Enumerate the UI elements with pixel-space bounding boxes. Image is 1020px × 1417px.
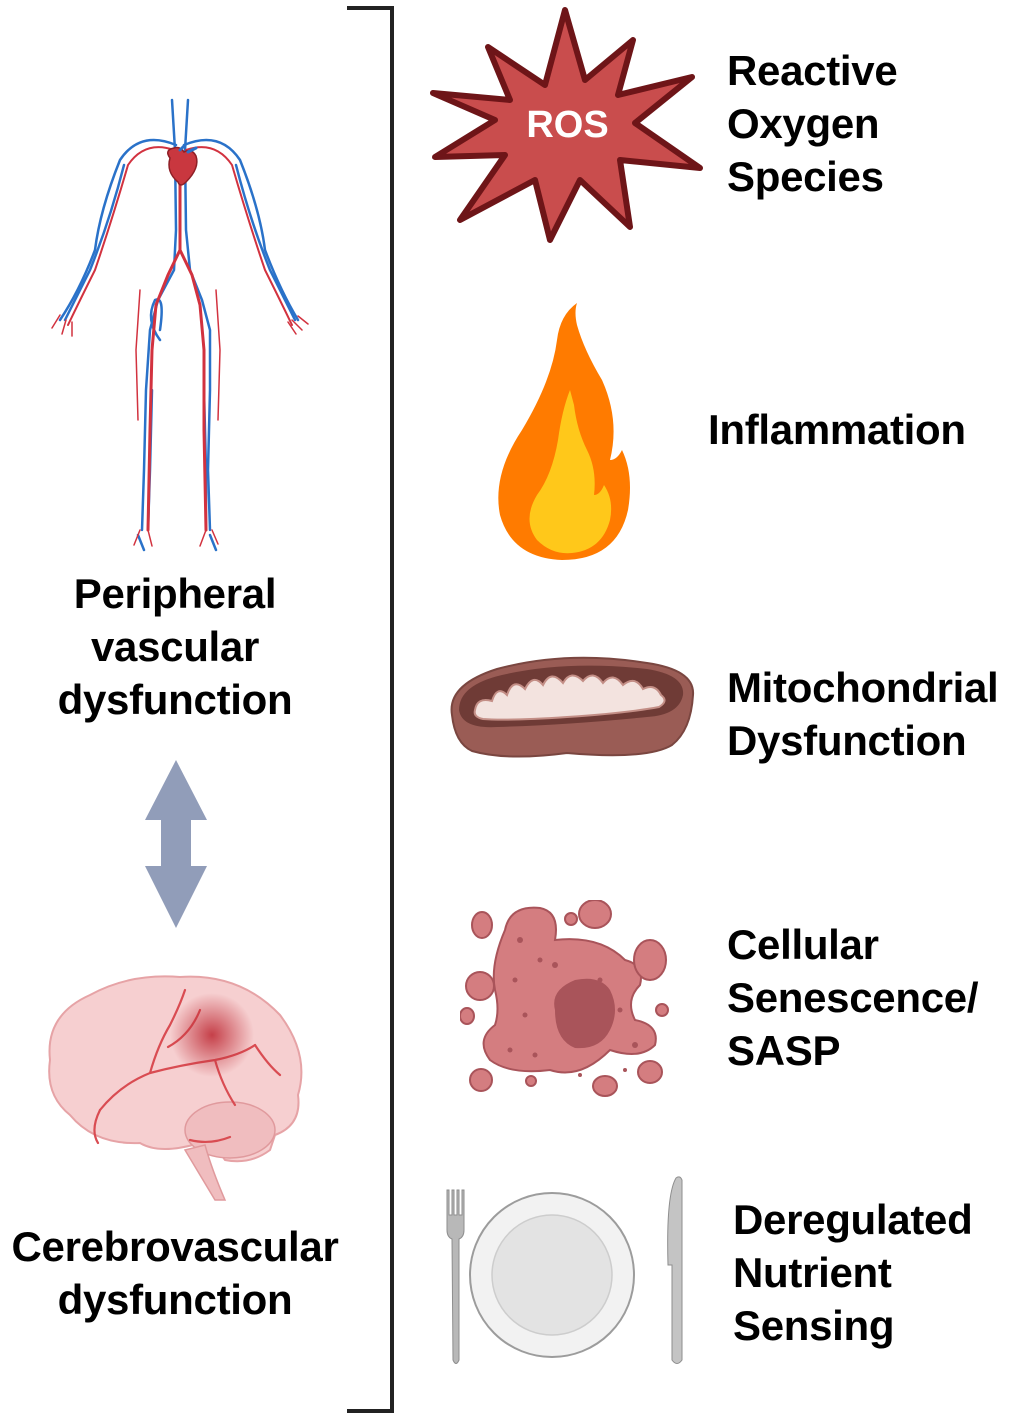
mitochondrial-label: Mitochondrial Dysfunction <box>727 661 999 767</box>
grouping-bracket <box>347 6 394 1413</box>
ros-starburst-icon: ROS <box>430 5 705 245</box>
ros-label: Reactive Oxygen Species <box>727 44 898 203</box>
peripheral-label-line: Peripheral <box>73 570 277 617</box>
nutrient-label-line: Nutrient <box>733 1249 892 1296</box>
plate-fork-knife-icon <box>440 1175 690 1375</box>
mitochondrial-label-line: Mitochondrial <box>727 664 999 711</box>
ros-label-line: Reactive <box>727 47 898 94</box>
inflammation-label-line: Inflammation <box>708 406 966 453</box>
ros-label-line: Oxygen <box>727 100 880 147</box>
brain-lesion-icon <box>40 965 310 1205</box>
cerebrovascular-label-line: dysfunction <box>57 1276 293 1323</box>
senescence-label-line: SASP <box>727 1027 841 1074</box>
senescence-label: Cellular Senescence/ SASP <box>727 918 979 1077</box>
nutrient-label-line: Sensing <box>733 1302 895 1349</box>
peripheral-label-line: dysfunction <box>57 676 293 723</box>
mitochondrial-label-line: Dysfunction <box>727 717 967 764</box>
flame-icon <box>492 300 632 562</box>
double-headed-arrow-icon <box>145 760 207 928</box>
mitochondrion-icon <box>447 655 697 763</box>
senescent-cell-icon <box>460 900 680 1100</box>
peripheral-vascular-label: Peripheral vascular dysfunction <box>0 567 350 726</box>
senescence-label-line: Cellular <box>727 921 879 968</box>
cerebrovascular-label: Cerebrovascular dysfunction <box>0 1220 350 1326</box>
circulatory-system-icon <box>40 90 320 560</box>
inflammation-label: Inflammation <box>708 403 966 456</box>
senescence-label-line: Senescence/ <box>727 974 979 1021</box>
ros-text: ROS <box>526 104 609 146</box>
nutrient-sensing-label: Deregulated Nutrient Sensing <box>733 1193 973 1352</box>
ros-label-line: Species <box>727 153 884 200</box>
cerebrovascular-label-line: Cerebrovascular <box>11 1223 339 1270</box>
nutrient-label-line: Deregulated <box>733 1196 973 1243</box>
peripheral-label-line: vascular <box>90 623 260 670</box>
